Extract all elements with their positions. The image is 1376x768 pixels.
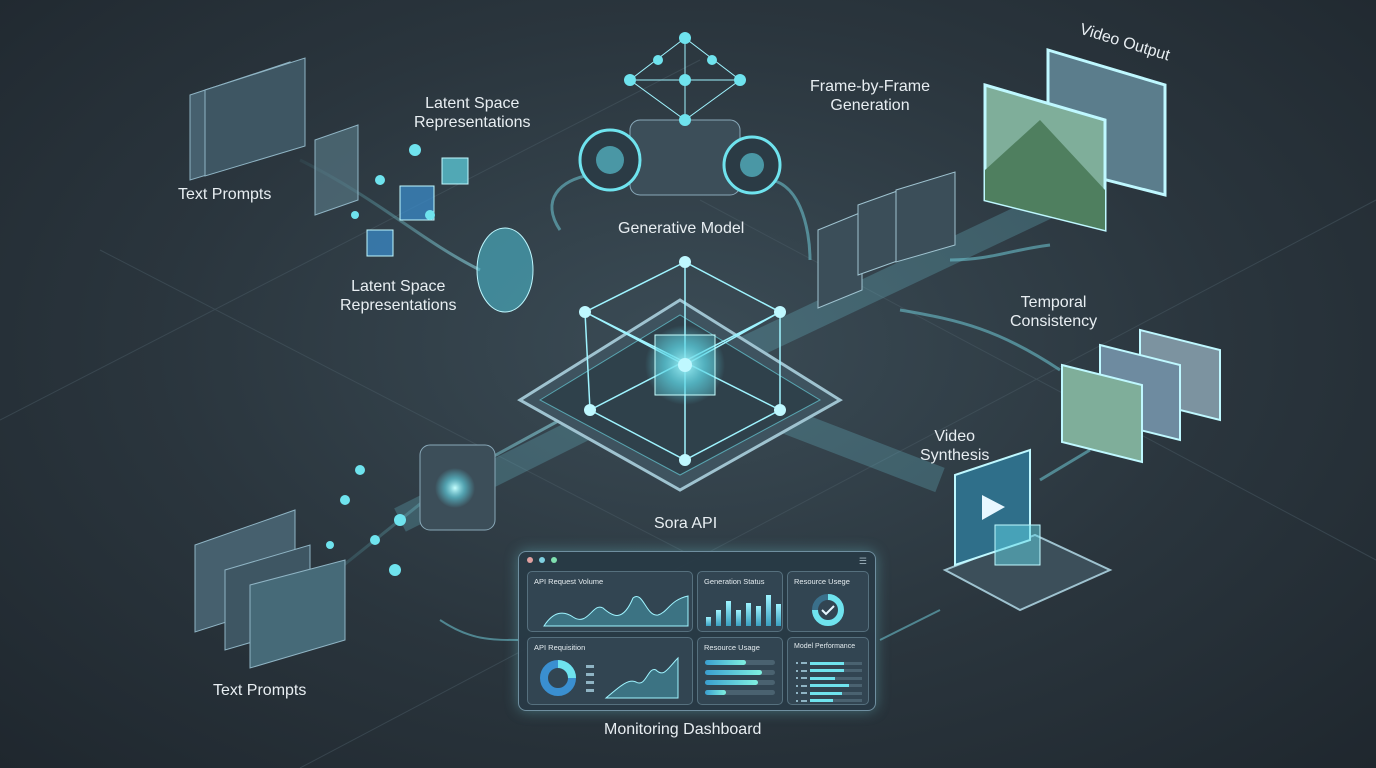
status-bar [776,603,781,626]
panel-title: Generation Status [704,577,765,586]
performance-row [796,668,862,674]
status-bar [736,609,741,626]
window-dot[interactable] [527,557,533,563]
window-controls [527,557,557,563]
generative-model-camera [578,32,782,196]
label-monitoring-dashboard: Monitoring Dashboard [604,721,762,738]
usage-bar [705,670,775,675]
grid-lines [0,59,1376,768]
temporal-frames [1061,328,1221,464]
status-bar [716,609,721,626]
monitoring-dashboard: ☰ API Request Volume Generation Status R… [518,551,876,711]
donut-and-area-chart [540,656,679,699]
area-chart [543,595,689,627]
performance-row [796,690,862,696]
panel-api-request-volume: API Request Volume [527,571,693,632]
label-generative-model: Generative Model [618,220,745,237]
label-text-prompts-bottom: Text Prompts [213,682,307,699]
hamburger-icon[interactable]: ☰ [858,556,867,566]
label-frame-generation: Frame-by-Frame Generation [810,78,931,114]
usage-bar [705,660,775,665]
window-dot[interactable] [551,557,557,563]
bottom-network-nodes [326,465,406,576]
panel-model-performance: Model Performance [787,637,869,705]
top-network-nodes [351,144,435,220]
usage-bar [705,690,775,695]
status-bar [726,600,731,626]
label-sora-api: Sora API [654,515,718,532]
video-output-screens [983,47,1167,232]
status-bar [756,606,761,626]
panel-api-requisition: API Requisition [527,637,693,705]
network-nodes [579,256,786,466]
label-latent-space-mid: Latent Space Representations [340,278,457,314]
prism-lens [476,227,534,313]
text-prompt-documents-bottom [194,509,346,669]
check-gauge-icon [812,594,844,626]
panel-title: Model Performance [794,643,856,650]
label-temporal-consistency: Temporal Consistency [1010,294,1098,330]
window-dot[interactable] [539,557,545,563]
panel-resource-usage: Resource Usage [697,637,783,705]
label-latent-space-top: Latent Space Representations [414,95,531,131]
label-text-prompts-top: Text Prompts [178,186,272,203]
usage-bar [705,680,775,685]
status-bar [706,617,711,626]
text-prompt-documents-top [189,57,359,216]
panel-title: Resource Usege [794,577,850,586]
panel-resource-usage-gauge: Resource Usege [787,571,869,632]
label-video-synthesis: Video Synthesis [920,428,990,464]
performance-row [796,683,862,689]
performance-row [796,698,862,704]
panel-title: API Request Volume [534,577,604,586]
video-synthesis-device [942,448,1113,612]
panel-title: Resource Usage [704,643,760,652]
performance-row [796,660,862,666]
frame-panels [817,171,956,309]
status-bar [746,602,751,626]
performance-row [796,675,862,681]
panel-title: API Requisition [534,643,586,652]
status-bar [766,595,771,626]
panel-generation-status: Generation Status [697,571,783,632]
